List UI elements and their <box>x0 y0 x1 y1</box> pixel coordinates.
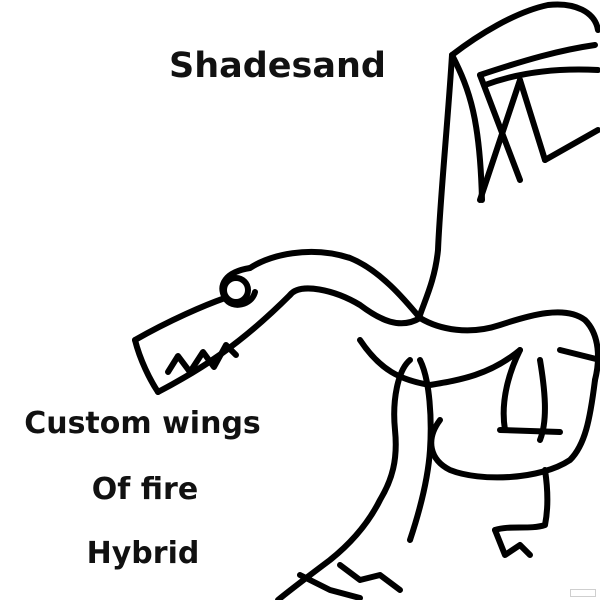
wing-outline <box>417 1 600 318</box>
caption-line-hybrid: Hybrid <box>86 536 200 571</box>
caption-line-of-fire: Of fire <box>91 472 199 507</box>
legs <box>275 357 551 600</box>
neck-and-head <box>132 248 423 395</box>
caption-line-custom-wings: Custom wings <box>24 406 261 441</box>
drawing-title: Shadesand <box>169 46 386 86</box>
app-watermark <box>570 589 596 597</box>
